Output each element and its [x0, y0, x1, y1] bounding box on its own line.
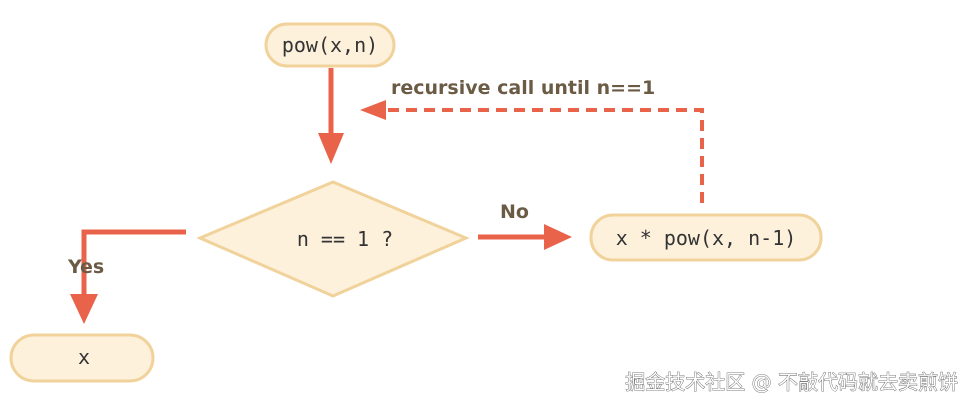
no-label: No [500, 201, 529, 223]
arrow-start-to-decision [318, 68, 344, 164]
recursive-node: x * pow(x, n-1) [589, 213, 823, 262]
arrow-recursive-loop [360, 100, 704, 203]
result-node: x [9, 333, 155, 383]
watermark-text: 掘金技术社区 @ 不敲代码就去卖煎饼 [625, 370, 958, 394]
decision-node: n == 1 ? [196, 180, 470, 298]
yes-label: Yes [67, 256, 104, 278]
loop-label: recursive call until n==1 [391, 77, 655, 99]
arrow-yes-branch [70, 229, 186, 324]
recursive-node-label: x * pow(x, n-1) [616, 226, 797, 250]
arrow-no-branch [478, 224, 572, 250]
start-node: pow(x,n) [264, 22, 396, 68]
decision-node-label: n == 1 ? [297, 227, 393, 251]
start-node-label: pow(x,n) [282, 33, 378, 57]
result-node-label: x [78, 345, 90, 369]
